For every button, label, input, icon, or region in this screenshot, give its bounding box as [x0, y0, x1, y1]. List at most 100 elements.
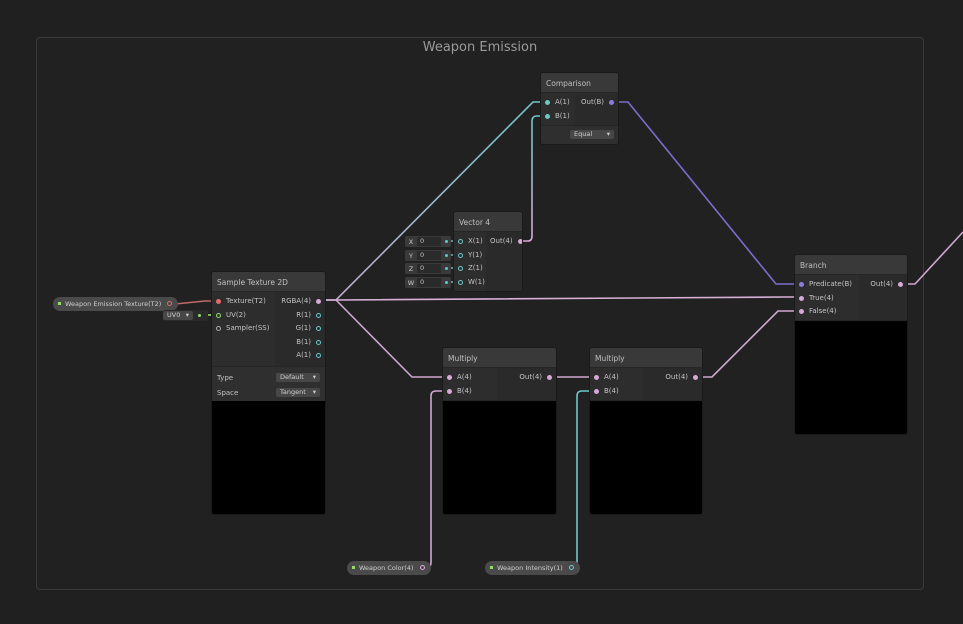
node-comparison[interactable]: Comparison A(1) B(1) Out(B) Equal▾	[540, 72, 619, 145]
node-multiply-2[interactable]: Multiply A(4) B(4) Out(4)	[589, 347, 703, 515]
port-out[interactable]: Out(B)	[575, 96, 618, 110]
port-label: X(1)	[468, 237, 483, 245]
port-a[interactable]: A(4)	[443, 371, 497, 385]
port-label: Out(4)	[665, 373, 688, 381]
type-dropdown[interactable]: Default▾	[276, 373, 320, 382]
port-label: A(1)	[296, 351, 311, 359]
property-label: Weapon Emission Texture(T2)	[65, 300, 162, 308]
port-icon	[458, 239, 463, 244]
node-branch[interactable]: Branch Predicate(B) True(4) False(4) Out…	[794, 254, 908, 435]
wire-vector4-comparison	[518, 115, 545, 242]
port-x[interactable]: X(1)	[454, 235, 486, 249]
port-out[interactable]: Out(4)	[486, 235, 522, 249]
field-label: Y	[409, 251, 413, 260]
port-texture[interactable]: Texture(T2)	[212, 295, 275, 309]
port-icon	[898, 282, 903, 287]
port-icon	[216, 326, 221, 331]
space-dropdown[interactable]: Tangent▾	[276, 388, 320, 397]
port-icon	[799, 309, 804, 314]
port-out-icon[interactable]	[167, 301, 173, 306]
field-value[interactable]: 0	[417, 251, 441, 260]
port-b[interactable]: B(1)	[275, 336, 325, 350]
chevron-down-icon: ▾	[606, 130, 610, 138]
property-label: Weapon Color(4)	[359, 564, 414, 572]
port-dot-icon	[198, 314, 201, 317]
wire-branch-out	[903, 231, 963, 285]
port-sampler[interactable]: Sampler(SS)	[212, 322, 275, 336]
port-a[interactable]: A(1)	[275, 349, 325, 363]
port-r[interactable]: R(1)	[275, 309, 325, 323]
uv-channel-dropdown[interactable]: UV0▾	[163, 310, 208, 321]
field-label: X	[408, 237, 414, 246]
port-out[interactable]: Out(4)	[859, 278, 907, 292]
port-icon	[693, 375, 698, 380]
port-icon	[316, 312, 321, 318]
port-icon	[447, 388, 452, 394]
port-true[interactable]: True(4)	[795, 292, 859, 306]
property-indicator	[352, 566, 355, 569]
port-label: B(4)	[457, 386, 472, 395]
node-preview	[795, 321, 907, 434]
port-icon	[316, 353, 321, 358]
node-title: Sample Texture 2D	[212, 272, 325, 292]
port-b[interactable]: B(1)	[541, 110, 575, 124]
property-weapon-emission-texture[interactable]: Weapon Emission Texture(T2)	[53, 297, 179, 311]
wire-multiply-false	[698, 310, 799, 378]
port-rgba[interactable]: RGBA(4)	[275, 295, 325, 309]
port-false[interactable]: False(4)	[795, 305, 859, 319]
port-z[interactable]: Z(1)	[454, 262, 486, 276]
port-dot-icon	[445, 240, 448, 243]
node-title: Branch	[795, 255, 907, 275]
port-a[interactable]: A(1)	[541, 96, 575, 110]
node-sample-texture-2d[interactable]: Sample Texture 2D Texture(T2) UV(2) Samp…	[211, 271, 326, 515]
port-out[interactable]: Out(4)	[643, 371, 702, 385]
port-uv[interactable]: UV(2)	[212, 309, 275, 323]
port-label: Out(4)	[519, 373, 542, 381]
node-multiply-1[interactable]: Multiply A(4) B(4) Out(4)	[442, 347, 557, 515]
port-label: Predicate(B)	[809, 280, 852, 288]
port-icon	[799, 295, 804, 301]
port-b[interactable]: B(4)	[590, 385, 643, 399]
port-a[interactable]: A(4)	[590, 371, 643, 385]
port-icon	[547, 375, 552, 380]
port-w[interactable]: W(1)	[454, 276, 486, 290]
port-label: W(1)	[468, 277, 485, 286]
property-label: Weapon Intensity(1)	[497, 564, 563, 572]
group-title[interactable]: Weapon Emission	[422, 40, 538, 55]
port-g[interactable]: G(1)	[275, 322, 325, 336]
comparison-mode-dropdown[interactable]: Equal ▾	[570, 130, 614, 139]
port-icon	[458, 279, 463, 285]
port-dot-icon	[445, 281, 448, 284]
port-icon	[517, 239, 522, 244]
node-title: Multiply	[443, 348, 556, 368]
property-weapon-color[interactable]: Weapon Color(4)	[347, 561, 431, 575]
node-preview	[590, 401, 702, 514]
port-out-icon[interactable]	[568, 565, 574, 570]
field-value[interactable]: 0	[417, 264, 441, 273]
node-vector-4[interactable]: Vector 4 X(1) Y(1) Z(1) W(1) Out(4)	[453, 211, 523, 292]
port-b[interactable]: B(4)	[443, 385, 497, 399]
port-out-icon[interactable]	[419, 565, 425, 570]
port-predicate[interactable]: Predicate(B)	[795, 278, 859, 292]
chevron-down-icon: ▾	[185, 311, 189, 319]
wire-comparison-predicate	[614, 101, 799, 285]
node-title: Vector 4	[454, 212, 522, 232]
port-label: UV(2)	[226, 310, 246, 319]
port-out[interactable]: Out(4)	[497, 371, 556, 385]
property-weapon-intensity[interactable]: Weapon Intensity(1)	[485, 561, 580, 575]
port-icon	[545, 113, 550, 119]
port-icon	[447, 375, 452, 380]
field-label: Z	[408, 264, 414, 273]
field-value[interactable]: 0	[417, 237, 441, 246]
port-y[interactable]: Y(1)	[454, 249, 486, 263]
type-label: Type	[217, 373, 234, 382]
mode-value: Equal	[574, 130, 593, 138]
wire-rgba-true	[320, 296, 799, 301]
port-label: Out(4)	[490, 237, 513, 245]
field-value[interactable]: 0	[417, 278, 441, 287]
